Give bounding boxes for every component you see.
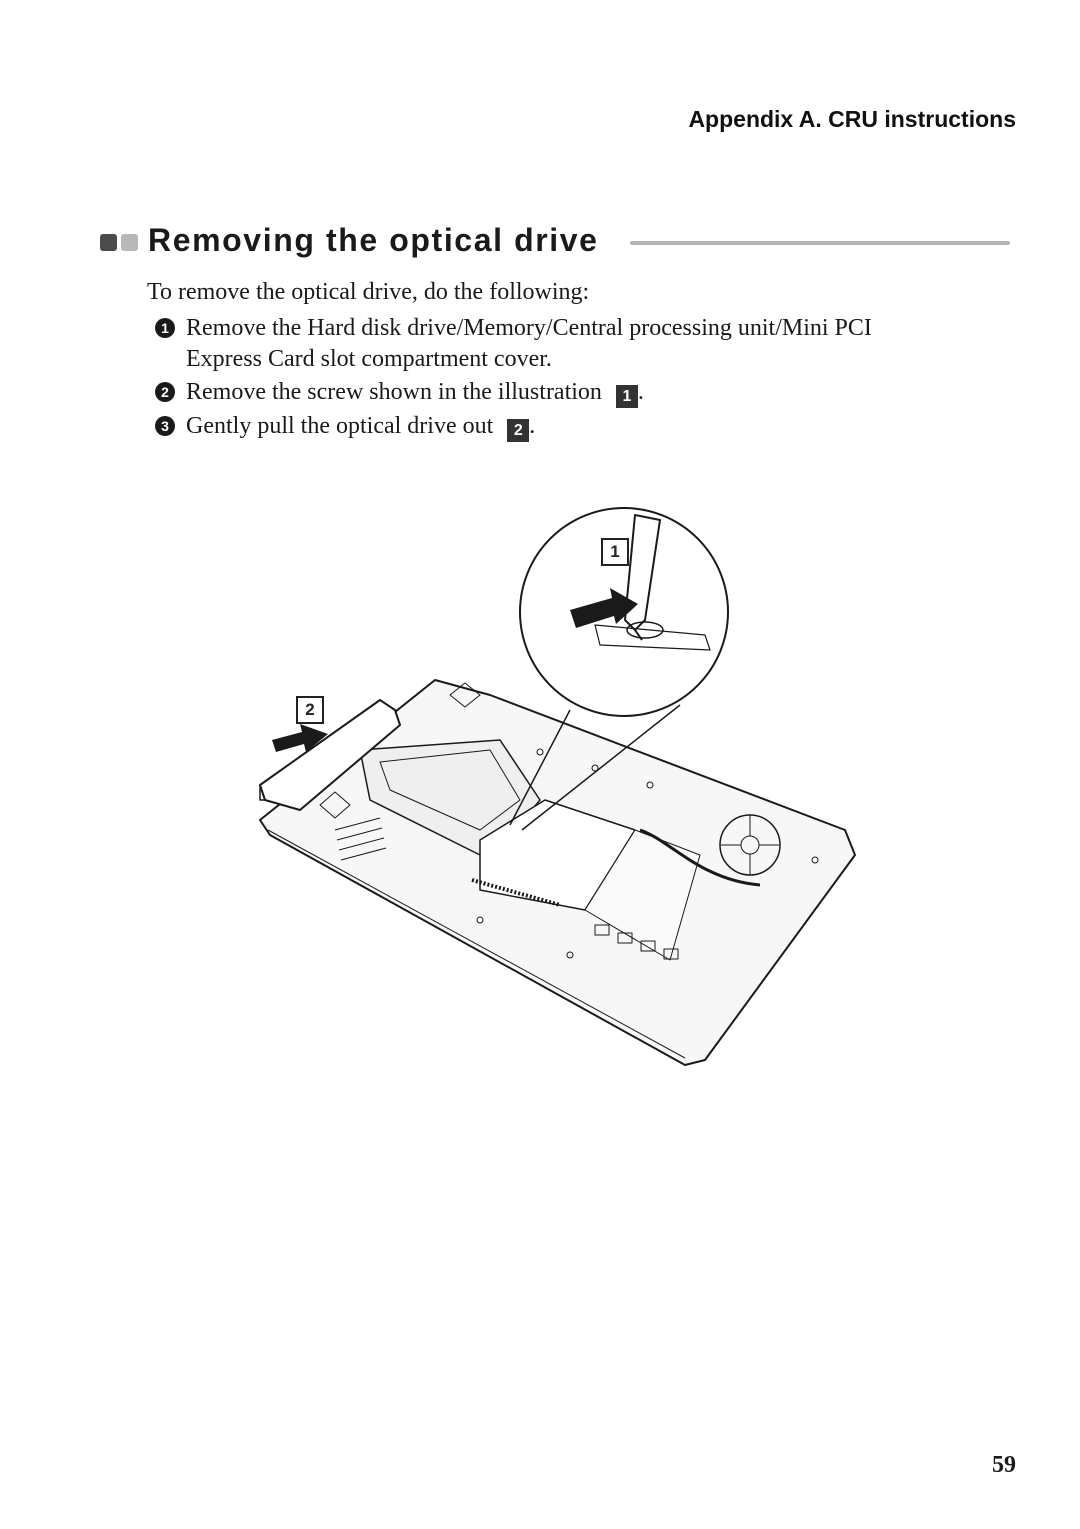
optical-drive-illustration: 1 2: [240, 500, 880, 1080]
step-3: 3 Gently pull the optical drive out 2.: [155, 411, 536, 442]
step-text: Remove the Hard disk drive/Memory/Centra…: [186, 315, 872, 341]
section-heading: Removing the optical drive: [100, 222, 1010, 266]
callout-badge: 2: [507, 419, 530, 442]
step-text-continued: Express Card slot compartment cover.: [186, 346, 552, 372]
section-title: Removing the optical drive: [148, 222, 599, 258]
step-number: 3: [155, 416, 175, 436]
page-number: 59: [992, 1452, 1016, 1478]
step-suffix: .: [529, 413, 536, 439]
step-text: Remove the screw shown in the illustrati…: [186, 379, 602, 405]
laptop-underside-drawing: [259, 507, 856, 1066]
heading-bullet-icon: [100, 234, 142, 252]
heading-rule: [630, 241, 1010, 245]
step-number: 2: [155, 382, 175, 402]
figure-callout-2: 2: [296, 696, 324, 724]
callout-badge: 1: [615, 385, 638, 408]
step-1: 1 Remove the Hard disk drive/Memory/Cent…: [155, 313, 872, 375]
figure-callout-1: 1: [601, 538, 629, 566]
step-suffix: .: [637, 379, 644, 405]
step-2: 2 Remove the screw shown in the illustra…: [155, 377, 644, 408]
step-number: 1: [155, 318, 175, 338]
intro-text: To remove the optical drive, do the foll…: [147, 279, 590, 305]
running-header: Appendix A. CRU instructions: [688, 106, 1016, 132]
step-text: Gently pull the optical drive out: [186, 413, 494, 439]
